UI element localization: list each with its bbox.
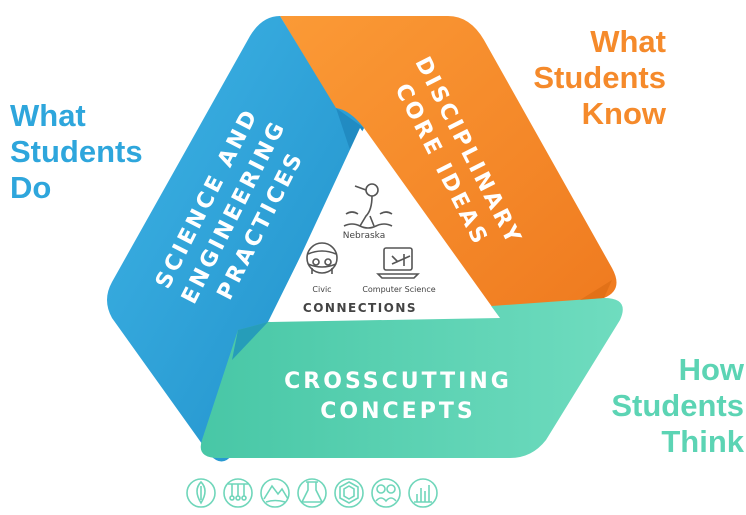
label-line: What: [590, 24, 666, 59]
crosscutting-line-1: CROSSCUTTING: [284, 369, 512, 394]
hexagon-molecule-icon: [334, 478, 364, 508]
label-what-students-do: What Students Do: [10, 98, 143, 206]
computer-science-label: Computer Science: [362, 285, 435, 294]
label-how-students-think: How Students Think: [570, 352, 744, 460]
nebraska-label: Nebraska: [343, 231, 385, 241]
civic-label: Civic: [312, 285, 331, 294]
landscape-icon: [260, 478, 290, 508]
fold-shadow: [336, 108, 364, 150]
label-line: Think: [661, 424, 744, 459]
bar-chart-icon: [408, 478, 438, 508]
flask-icon: [297, 478, 327, 508]
label-what-students-know: What Students Know: [520, 24, 666, 132]
label-line: Students: [611, 388, 744, 423]
center-triangle: [270, 128, 500, 322]
label-line: What: [10, 98, 86, 133]
civic-globe-icon: [306, 242, 338, 274]
fold-shadow: [580, 280, 612, 300]
heron-icon: [343, 183, 393, 229]
core-ideas-band: [280, 16, 617, 318]
label-line: How: [678, 352, 744, 387]
label-line: Know: [581, 96, 666, 131]
crosscutting-band: [200, 298, 623, 458]
label-line: Do: [10, 170, 52, 205]
people-bubble-icon: [371, 478, 401, 508]
leaf-icon: [186, 478, 216, 508]
bottom-icon-row: [186, 478, 438, 508]
fold-shadow: [232, 322, 268, 360]
label-line: Students: [10, 134, 143, 169]
practices-band: [107, 16, 364, 462]
crosscutting-line-2: CONCEPTS: [320, 399, 475, 424]
pendulum-icon: [223, 478, 253, 508]
label-line: Students: [533, 60, 666, 95]
connections-label: CONNECTIONS: [303, 301, 417, 315]
laptop-icon: [376, 247, 420, 279]
